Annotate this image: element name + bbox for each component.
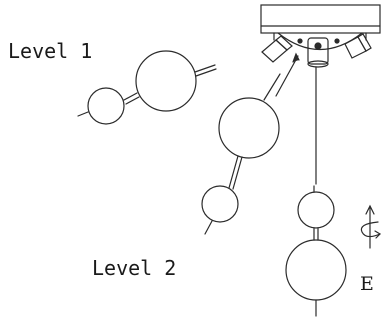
socket-hub (297, 37, 340, 68)
level-1-globes (77, 50, 217, 125)
socket-left (261, 35, 293, 63)
level-2-vertical-globes (285, 185, 347, 317)
insert-arrow (275, 52, 300, 97)
label-level-1: Level 1 (8, 39, 93, 63)
label-variant-e: E (360, 273, 374, 295)
level-2-diagonal-globes (201, 73, 281, 235)
label-level-2: Level 2 (92, 256, 177, 280)
socket-right (344, 33, 372, 59)
rotate-arrow-icon (360, 204, 381, 249)
